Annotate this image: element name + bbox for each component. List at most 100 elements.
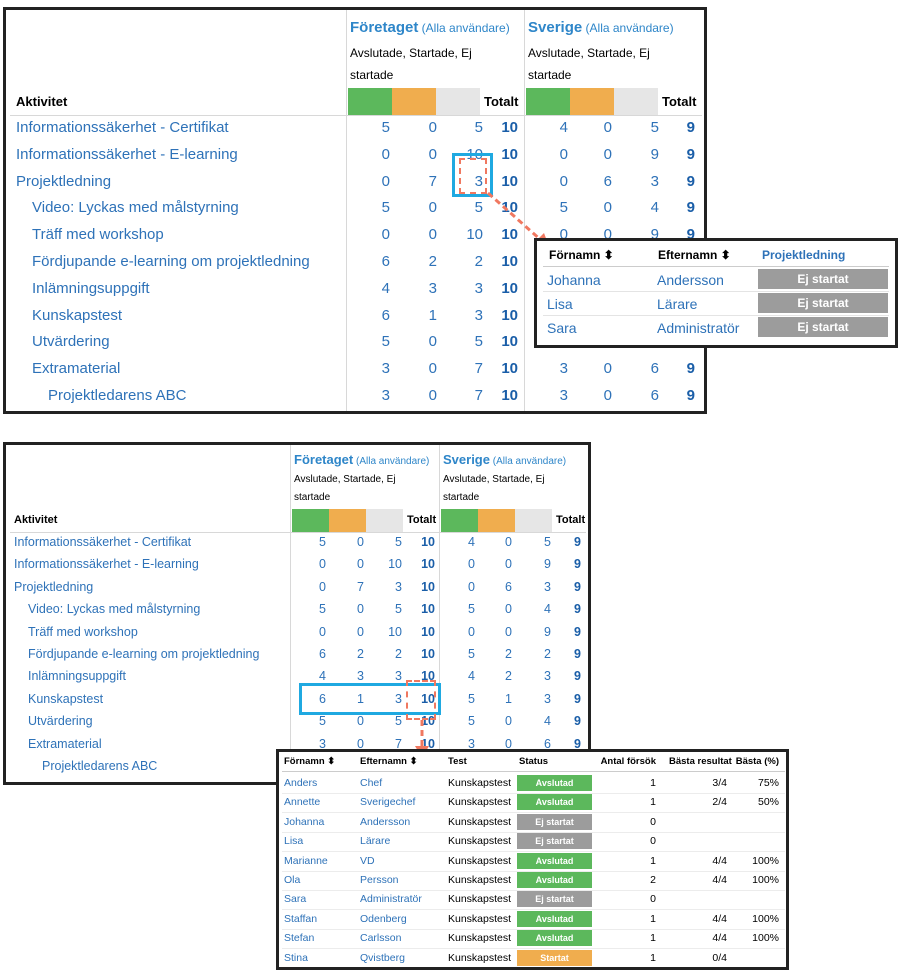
country-count-total[interactable]: 9 <box>574 736 581 751</box>
country-count-started[interactable]: 0 <box>603 387 612 404</box>
popup2-lastname-link[interactable]: Odenberg <box>360 912 407 925</box>
country-count-notstarted[interactable]: 9 <box>544 624 551 639</box>
popup2-firstname-link[interactable]: Marianne <box>284 854 328 867</box>
company-count-completed[interactable]: 0 <box>381 145 390 163</box>
country-count-notstarted[interactable]: 6 <box>544 736 551 751</box>
country-count-notstarted[interactable]: 9 <box>650 145 659 163</box>
activity-link-8[interactable]: Utvärdering <box>32 333 110 351</box>
company-count-total[interactable]: 10 <box>501 387 518 404</box>
activity-link-2[interactable]: Projektledning <box>14 579 94 594</box>
popup1-firstname-link[interactable]: Johanna <box>547 272 601 288</box>
company-all-users-link[interactable]: (Alla användare) <box>418 21 510 35</box>
country-count-notstarted[interactable]: 9 <box>544 557 551 572</box>
country-title[interactable]: Sverige <box>528 19 583 36</box>
country-count-total[interactable]: 9 <box>574 691 581 706</box>
popup2-firstname-link[interactable]: Ola <box>284 874 301 886</box>
company-count-completed[interactable]: 6 <box>319 691 326 706</box>
company-count-total[interactable]: 10 <box>501 360 518 378</box>
company-count-completed[interactable]: 6 <box>381 306 390 324</box>
company-count-started[interactable]: 0 <box>357 736 364 751</box>
popup2-firstname-link[interactable]: Sara <box>284 893 307 906</box>
country-count-started[interactable]: 2 <box>505 647 512 661</box>
popup2-lastname-link[interactable]: VD <box>360 854 375 867</box>
country-count-started[interactable]: 0 <box>505 624 512 639</box>
country-count-started[interactable]: 0 <box>505 736 512 751</box>
activity-link-4[interactable]: Träff med workshop <box>28 624 138 639</box>
company-count-total[interactable]: 10 <box>421 602 435 617</box>
country-count-started[interactable]: 0 <box>603 199 612 217</box>
company-count-completed[interactable]: 4 <box>381 279 390 297</box>
company-count-started[interactable]: 1 <box>357 691 364 706</box>
company-count-completed[interactable]: 0 <box>381 226 390 244</box>
activity-link-4[interactable]: Träff med workshop <box>32 226 164 244</box>
country-count-started[interactable]: 0 <box>603 226 612 244</box>
popup2-header-0[interactable]: Förnamn ⬍ <box>284 756 336 767</box>
company-count-started[interactable]: 0 <box>428 199 437 217</box>
country-count-completed[interactable]: 3 <box>559 360 568 378</box>
company-count-notstarted[interactable]: 3 <box>395 669 402 684</box>
company-count-completed[interactable]: 4 <box>319 669 326 684</box>
company-title[interactable]: Företaget <box>294 452 354 467</box>
company-count-total[interactable]: 10 <box>501 145 518 163</box>
company-count-notstarted[interactable]: 10 <box>466 226 483 244</box>
activity-link-3[interactable]: Video: Lyckas med målstyrning <box>32 199 239 217</box>
activity-link-10[interactable]: Projektledarens ABC <box>48 387 187 404</box>
company-count-started[interactable]: 0 <box>357 624 364 639</box>
activity-link-3[interactable]: Video: Lyckas med målstyrning <box>28 602 201 617</box>
company-count-started[interactable]: 0 <box>428 387 437 404</box>
company-all-users-link[interactable]: (Alla användare) <box>353 456 430 467</box>
popup2-firstname-link[interactable]: Stina <box>284 951 308 964</box>
popup2-lastname-link[interactable]: Lärare <box>360 835 391 848</box>
popup1-firstname-link[interactable]: Sara <box>547 320 577 336</box>
country-count-completed[interactable]: 5 <box>468 602 475 617</box>
country-count-total[interactable]: 9 <box>686 119 695 136</box>
popup2-firstname-link[interactable]: Anders <box>284 777 318 789</box>
country-count-total[interactable]: 9 <box>686 360 695 378</box>
company-count-total[interactable]: 10 <box>501 333 518 351</box>
country-count-completed[interactable]: 5 <box>468 691 475 706</box>
company-count-started[interactable]: 7 <box>428 172 437 190</box>
country-count-notstarted[interactable]: 4 <box>544 714 551 729</box>
company-count-started[interactable]: 3 <box>428 279 437 297</box>
company-count-notstarted[interactable]: 3 <box>474 306 483 324</box>
country-count-started[interactable]: 0 <box>505 535 512 549</box>
company-count-total[interactable]: 10 <box>421 535 435 549</box>
company-count-notstarted[interactable]: 7 <box>474 387 483 404</box>
company-count-completed[interactable]: 3 <box>319 736 326 751</box>
country-count-notstarted[interactable]: 2 <box>544 647 551 661</box>
country-count-completed[interactable]: 0 <box>468 557 475 572</box>
company-count-completed[interactable]: 5 <box>319 535 326 549</box>
company-count-completed[interactable]: 0 <box>319 557 326 572</box>
country-count-total[interactable]: 9 <box>686 199 695 217</box>
activity-link-5[interactable]: Fördjupande e-learning om projektledning <box>32 253 310 270</box>
popup2-lastname-link[interactable]: Persson <box>360 874 399 886</box>
company-count-notstarted[interactable]: 7 <box>395 736 402 751</box>
country-count-notstarted[interactable]: 9 <box>650 226 659 244</box>
popup1-firstname-link[interactable]: Lisa <box>547 296 573 312</box>
company-count-started[interactable]: 2 <box>357 647 364 661</box>
company-count-total[interactable]: 10 <box>501 279 518 297</box>
popup2-firstname-link[interactable]: Annette <box>284 796 321 809</box>
country-title[interactable]: Sverige <box>443 452 490 467</box>
company-count-started[interactable]: 2 <box>428 253 437 270</box>
country-count-completed[interactable]: 0 <box>559 172 568 190</box>
company-count-notstarted[interactable]: 5 <box>474 333 483 351</box>
country-count-completed[interactable]: 4 <box>559 119 568 136</box>
country-count-total[interactable]: 9 <box>574 669 581 684</box>
country-all-users-link[interactable]: (Alla användare) <box>582 21 674 35</box>
country-count-total[interactable]: 9 <box>686 172 695 190</box>
activity-link-6[interactable]: Inlämningsuppgift <box>28 669 126 684</box>
company-count-started[interactable]: 0 <box>428 119 437 136</box>
company-count-started[interactable]: 0 <box>428 145 437 163</box>
country-count-started[interactable]: 0 <box>603 360 612 378</box>
country-count-notstarted[interactable]: 5 <box>544 535 551 549</box>
company-count-total[interactable]: 10 <box>421 714 435 729</box>
country-count-completed[interactable]: 4 <box>468 669 475 684</box>
company-count-notstarted[interactable]: 5 <box>395 535 402 549</box>
country-count-started[interactable]: 0 <box>505 557 512 572</box>
country-count-completed[interactable]: 5 <box>468 647 475 661</box>
company-count-completed[interactable]: 3 <box>381 387 390 404</box>
company-count-total[interactable]: 10 <box>421 669 435 684</box>
country-count-completed[interactable]: 4 <box>468 535 475 549</box>
popup2-lastname-link[interactable]: Qvistberg <box>360 951 405 964</box>
